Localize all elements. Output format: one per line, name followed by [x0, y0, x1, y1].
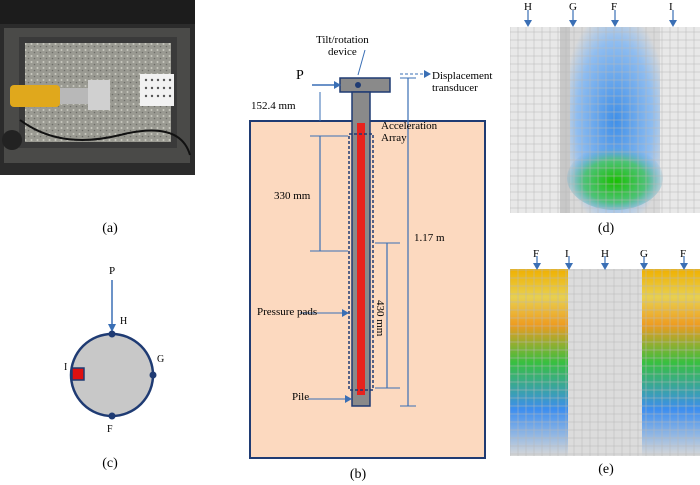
pressure-pads-outline — [348, 133, 374, 391]
point-i-label: I — [64, 362, 67, 373]
caption-b: (b) — [349, 467, 367, 482]
point-g-label: G — [157, 354, 164, 365]
point-g — [149, 371, 157, 379]
dim-330-label: 330 mm — [274, 190, 311, 202]
load-p-label-b: P — [296, 68, 304, 83]
d-label-h: H — [524, 1, 532, 13]
tilt-device-label: Tilt/rotation device — [316, 34, 369, 58]
e-label-f2: F — [680, 248, 687, 260]
pile-label: Pile — [292, 391, 310, 403]
displacement-label: Displacement transducer — [432, 70, 493, 94]
point-h — [108, 330, 116, 338]
pressure-map-d — [510, 10, 700, 213]
point-f — [108, 412, 116, 420]
tilt-device — [339, 77, 391, 93]
pressure-pads-label: Pressure pads — [257, 306, 318, 318]
e-label-h: H — [601, 248, 609, 260]
point-h-label: H — [120, 316, 127, 327]
d-label-g: G — [569, 1, 577, 13]
dim-430-label: 430 mm — [374, 300, 386, 337]
acceleration-label: Acceleration Array — [381, 120, 438, 144]
acceleration-array — [357, 123, 365, 395]
pressure-map-e — [510, 256, 700, 456]
test-setup-photo — [0, 0, 195, 175]
d-label-i: I — [669, 1, 673, 13]
pile-cross-section: P H G F I — [64, 265, 164, 435]
caption-a: (a) — [102, 221, 118, 236]
dim-152-label: 152.4 mm — [251, 100, 296, 112]
load-p-label: P — [109, 265, 115, 277]
pile-schematic — [249, 49, 486, 459]
d-label-f: F — [611, 1, 618, 13]
point-f-label: F — [107, 424, 113, 435]
caption-d: (d) — [597, 221, 615, 236]
dim-117-label: 1.17 m — [414, 232, 445, 244]
e-label-i: I — [565, 248, 569, 260]
e-label-f1: F — [533, 248, 540, 260]
caption-c: (c) — [102, 456, 118, 471]
e-label-g: G — [640, 248, 648, 260]
sensor-i — [71, 367, 85, 381]
caption-e: (e) — [598, 462, 614, 477]
